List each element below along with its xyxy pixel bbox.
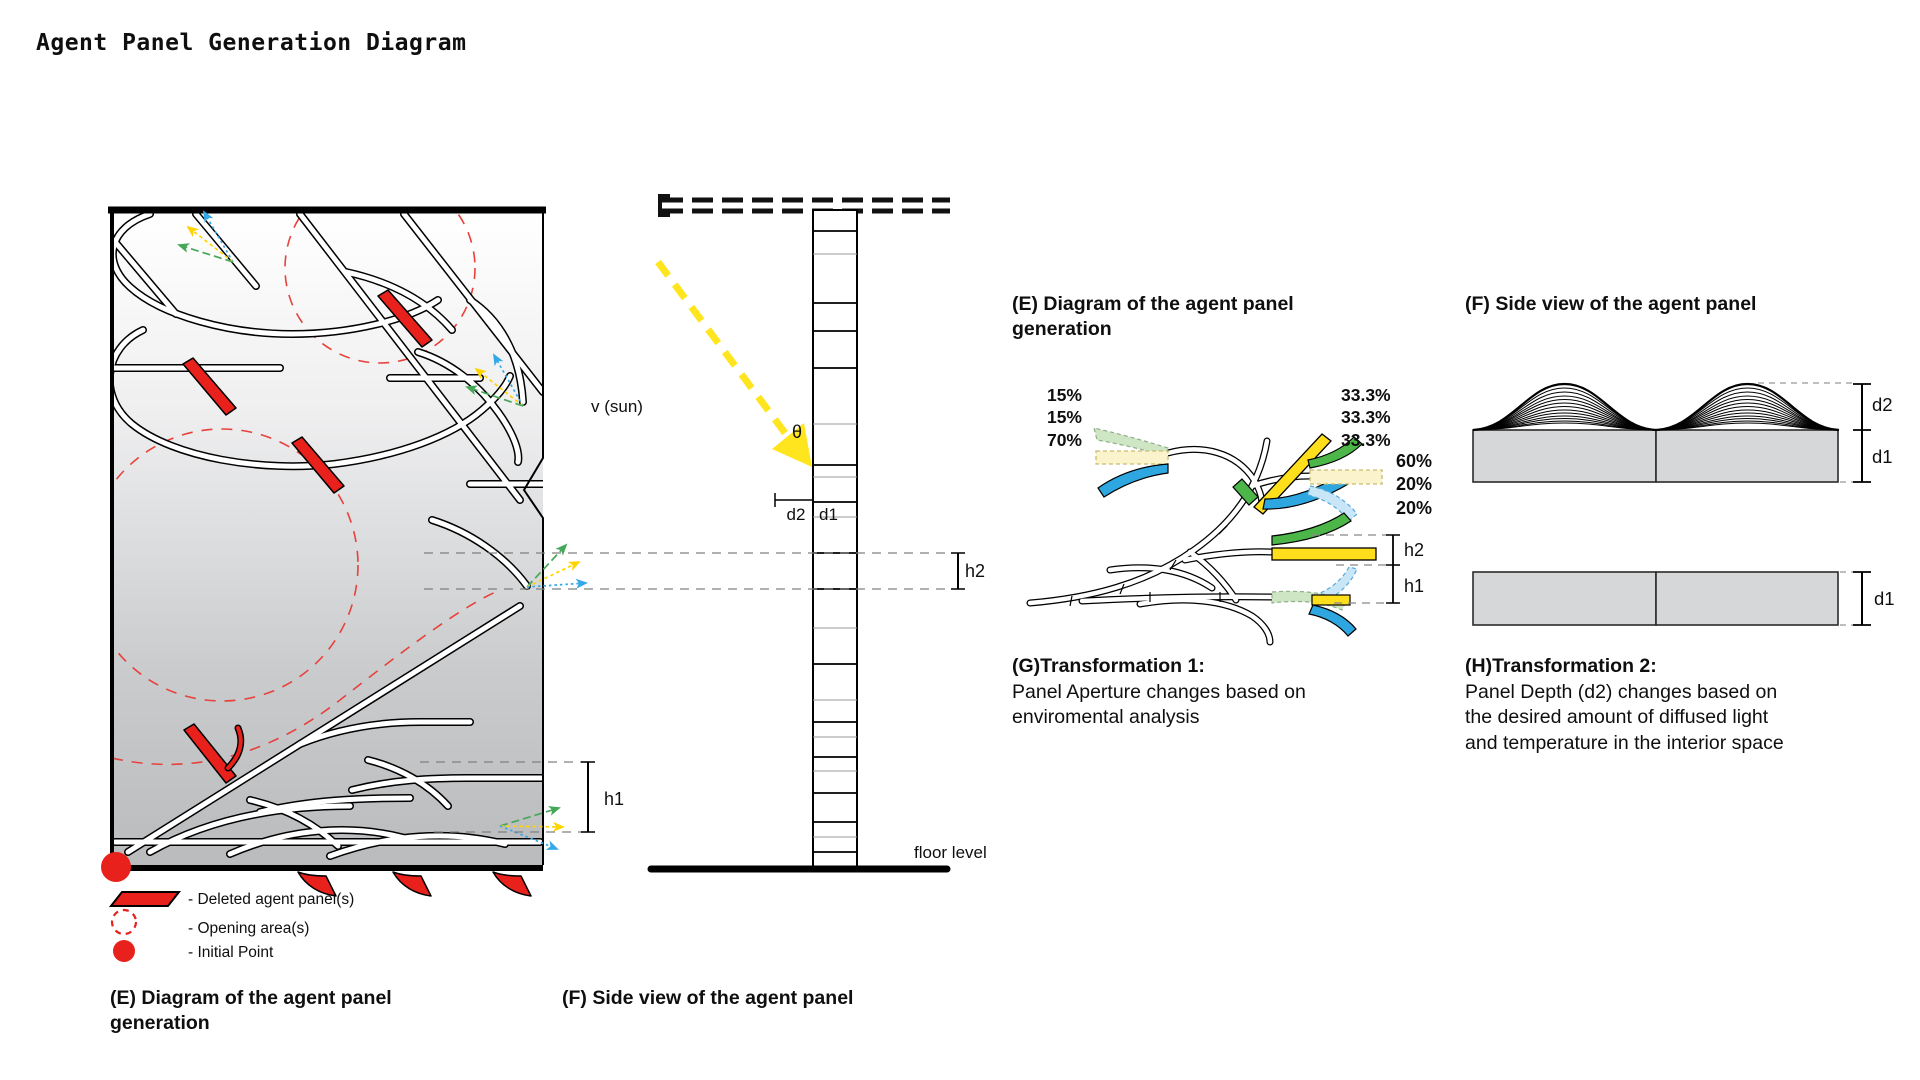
percent-33c: 33.3% — [1341, 429, 1391, 450]
percents-right2: 60% 20% 20% — [1382, 450, 1432, 520]
legend-swatches — [108, 891, 182, 962]
panel-depth-curves — [1473, 384, 1839, 430]
agent-direction-arrows — [177, 210, 588, 850]
h-line2: the desired amount of diffused light — [1465, 706, 1769, 728]
deleted-panel-swatch — [108, 891, 182, 907]
g-line1: Panel Aperture changes based on — [1012, 680, 1306, 703]
theta-label: θ — [792, 422, 803, 442]
percent-70: 70% — [1046, 429, 1082, 450]
h-line3: and temperature in the interior space — [1465, 731, 1784, 754]
pale-yellow-panel-20 — [1309, 469, 1383, 485]
left-agent-diagram — [101, 206, 595, 897]
h2-dimension — [424, 552, 965, 590]
opening-area-circles — [112, 211, 501, 766]
g-transformation-block: (G)Transformation 1: Panel Aperture chan… — [1012, 654, 1306, 731]
caption-f: (F) Side view of the agent panel — [562, 987, 854, 1009]
panel-e-heading: (E) Diagram of the agent panel generatio… — [1012, 292, 1294, 342]
green-panel-h2 — [1271, 512, 1352, 546]
h1-dimension — [420, 761, 595, 833]
blue-panel-70 — [1097, 463, 1169, 498]
percents-left: 15% 15% 70% — [1036, 384, 1082, 451]
percent-60: 60% — [1395, 451, 1432, 471]
pale-yellow-panel-15 — [1095, 450, 1169, 465]
green-panel-60 — [1307, 436, 1363, 469]
green-connector — [1232, 478, 1259, 506]
yellow-bar-h2 — [1271, 547, 1377, 561]
light-green-panel-15 — [1093, 427, 1169, 457]
d2-d1-dimension — [1758, 382, 1871, 483]
yellow-diagonal-panel — [1253, 433, 1332, 515]
h2-label-e: h2 — [1404, 540, 1425, 560]
percent-15b: 15% — [1046, 407, 1082, 428]
g-title: (G)Transformation 1: — [1012, 655, 1205, 677]
side-view-drawing — [424, 194, 965, 873]
panel-f-drawing — [1473, 382, 1871, 626]
h-line1: Panel Depth (d2) changes based on — [1465, 680, 1778, 703]
h-transformation-block: (H)Transformation 2: Panel Depth (d2) ch… — [1465, 654, 1784, 756]
caption-e-line1: (E) Diagram of the agent panel — [110, 987, 392, 1009]
percents-right: 33.3% 33.3% 33.3% — [1341, 384, 1391, 451]
legend-deleted-label: - Deleted agent panel(s) — [188, 891, 355, 908]
d2-tick — [774, 493, 813, 507]
caption-e-line2: generation — [110, 1011, 210, 1034]
d2-label-f: d2 — [1872, 394, 1893, 415]
page-title: Agent Panel Generation Diagram — [36, 30, 467, 56]
percent-33a: 33.3% — [1341, 385, 1391, 405]
g-line2: enviromental analysis — [1012, 706, 1200, 728]
yellow-bar-h1 — [1311, 594, 1351, 606]
opening-area-swatch — [110, 908, 138, 936]
legend-initial-label: - Initial Point — [188, 944, 274, 961]
panel-f-heading: (F) Side view of the agent panel — [1465, 293, 1757, 315]
panel-e-heading-line2: generation — [1012, 318, 1112, 340]
deleted-panel-fins — [297, 871, 532, 897]
h1-label-left: h1 — [604, 789, 625, 809]
d1-label-mid: d1 — [819, 505, 838, 524]
percent-15a: 15% — [1046, 385, 1082, 405]
h2-label-mid: h2 — [965, 561, 986, 581]
panel-column — [812, 209, 858, 871]
d1-label-f: d1 — [1872, 446, 1893, 467]
percent-20a: 20% — [1395, 474, 1432, 495]
panel-e-drawing — [1030, 427, 1404, 642]
floor-level-label: floor level — [914, 843, 987, 862]
initial-point-dot — [101, 852, 131, 882]
d1-label-f2: d1 — [1874, 588, 1895, 609]
blue-curve-h1 — [1308, 604, 1357, 637]
panel-e-h-dimensions — [1312, 534, 1404, 604]
h1-label-e: h1 — [1404, 576, 1425, 596]
deleted-panels — [182, 289, 433, 784]
d1-dimension-flat — [1840, 571, 1871, 626]
sun-vector-arrow — [655, 259, 812, 467]
column-dividers — [813, 230, 857, 853]
percent-20b: 20% — [1395, 497, 1432, 518]
d2-label-mid: d2 — [786, 505, 806, 524]
box-right-border — [522, 213, 544, 865]
ceiling-dashed-line — [658, 194, 950, 217]
percent-33b: 33.3% — [1341, 407, 1391, 428]
h-title: (H)Transformation 2: — [1465, 655, 1657, 677]
initial-point-swatch — [113, 940, 135, 962]
sun-vector-label: v (sun) — [591, 397, 643, 416]
panel-e-heading-line1: (E) Diagram of the agent panel — [1012, 293, 1294, 315]
legend-opening-label: - Opening area(s) — [188, 920, 310, 937]
caption-e: (E) Diagram of the agent panel generatio… — [110, 986, 392, 1035]
